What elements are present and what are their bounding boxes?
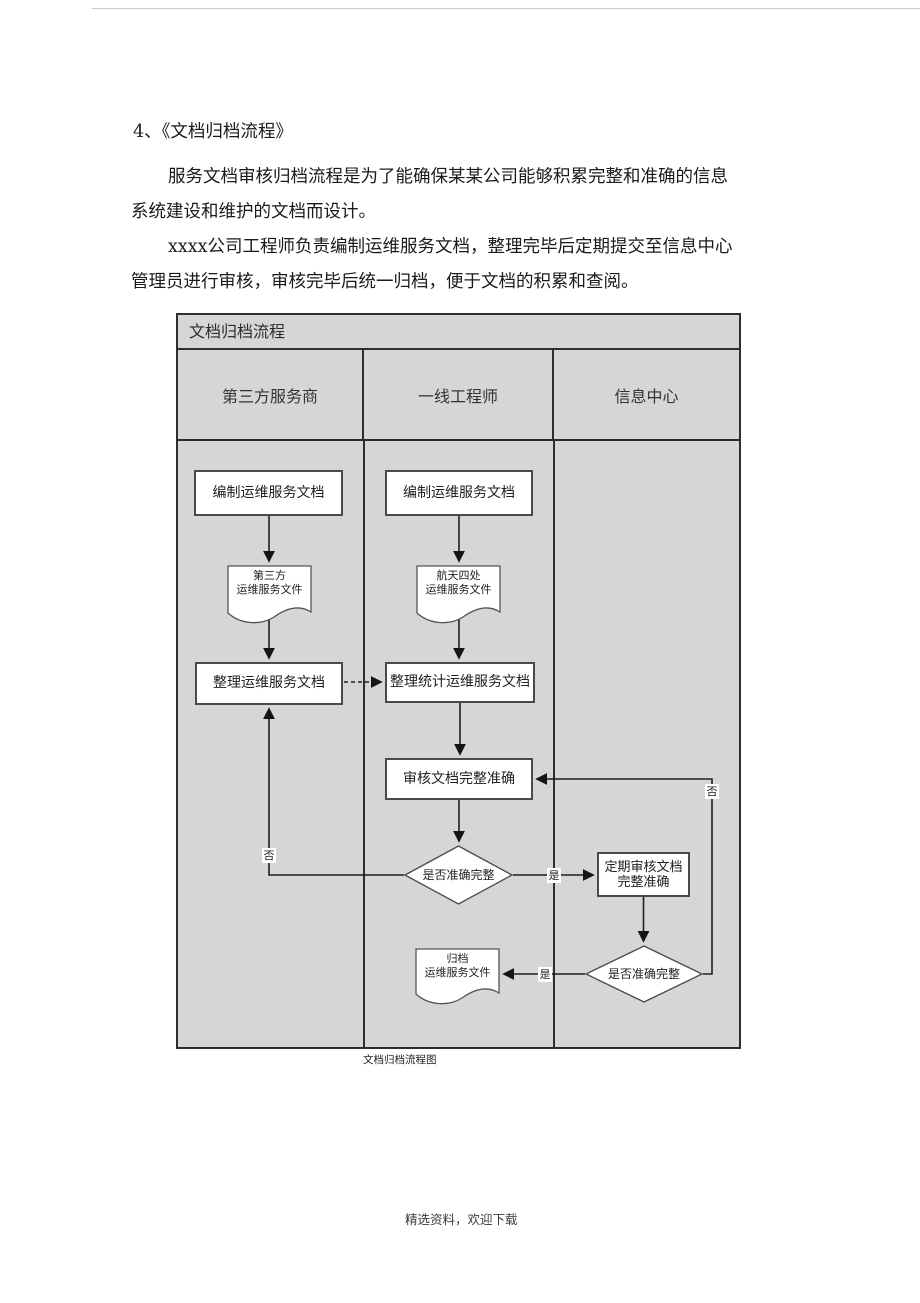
- node-periodic-review-line2: 完整准确: [617, 874, 670, 890]
- dept-file-line2: 运维服务文件: [425, 582, 492, 596]
- diamond-shape: [584, 945, 704, 1003]
- node-periodic-review-line1: 定期审核文档: [604, 859, 683, 875]
- archive-file-line1: 归档: [446, 952, 469, 965]
- lane-header-row: 第三方服务商 一线工程师 信息中心: [178, 350, 739, 441]
- edge-label-yes-1: 是: [547, 868, 561, 883]
- paragraph-1-line-1: 服务文档审核归档流程是为了能确保某某公司能够积累完整和准确的信息: [168, 167, 728, 187]
- edge-label-no-1: 否: [262, 848, 276, 863]
- document-shape: [415, 948, 500, 1005]
- document-shape: [227, 565, 312, 624]
- paragraph-2-line-2: 管理员进行审核，审核完毕后统一归档，便于文档的积累和查阅。: [131, 272, 639, 292]
- node-vendor-service-file: 第三方 运维服务文件: [227, 565, 312, 625]
- decision2-label: 是否准确完整: [607, 966, 680, 981]
- archive-file-line2: 运维服务文件: [424, 965, 491, 979]
- node-decision-accurate-2: 是否准确完整: [584, 945, 704, 1003]
- document-shape: [416, 565, 501, 624]
- section-heading: 4、《文档归档流程》: [133, 122, 293, 142]
- lane-divider: [553, 441, 555, 1047]
- diamond-shape: [403, 845, 514, 905]
- edge-label-yes-2: 是: [538, 967, 552, 982]
- node-periodic-review: 定期审核文档 完整准确: [597, 852, 690, 897]
- page-top-rule: [92, 8, 920, 9]
- lane-header-info-center: 信息中心: [614, 386, 679, 406]
- node-dept-service-file: 航天四处 运维服务文件: [416, 565, 501, 625]
- node-compile-doc-vendor: 编制运维服务文档: [194, 470, 343, 516]
- decision1-label: 是否准确完整: [422, 867, 495, 882]
- node-organize-doc-engineer: 整理统计运维服务文档: [385, 662, 535, 703]
- footer-note: 精选资料，欢迎下载: [405, 1212, 518, 1227]
- figure-caption: 文档归档流程图: [363, 1054, 437, 1066]
- flowchart-title: 文档归档流程: [178, 315, 739, 350]
- dept-file-line1: 航天四处: [436, 569, 481, 582]
- lane-header-third-party: 第三方服务商: [178, 350, 364, 439]
- paragraph-1-line-2: 系统建设和维护的文档而设计。: [131, 202, 376, 222]
- lane-header-engineer: 一线工程师: [364, 350, 554, 439]
- vendor-file-line2: 运维服务文件: [236, 582, 303, 596]
- node-compile-doc-engineer: 编制运维服务文档: [385, 470, 533, 516]
- vendor-file-line1: 第三方: [253, 569, 286, 582]
- node-archive-service-file: 归档 运维服务文件: [415, 948, 500, 1006]
- node-organize-doc-vendor: 整理运维服务文档: [195, 662, 343, 705]
- lane-divider: [363, 441, 365, 1047]
- node-decision-accurate-1: 是否准确完整: [403, 845, 514, 905]
- edge-label-no-2: 否: [705, 784, 719, 799]
- arrow-decision1-no-loop: [263, 707, 404, 876]
- flowchart: 文档归档流程 第三方服务商 一线工程师 信息中心: [176, 313, 741, 1049]
- paragraph-2-line-1: xxxx公司工程师负责编制运维服务文档，整理完毕后定期提交至信息中心: [168, 237, 733, 257]
- node-review-doc: 审核文档完整准确: [385, 758, 533, 800]
